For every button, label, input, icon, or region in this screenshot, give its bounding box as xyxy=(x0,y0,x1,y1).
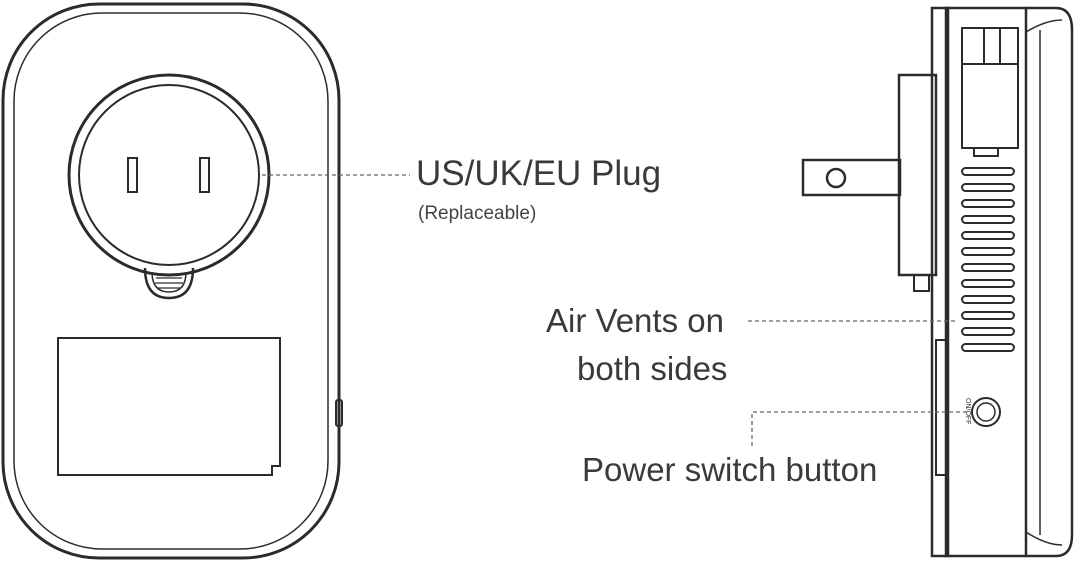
side-view xyxy=(801,6,1074,558)
power-callout-label: Power switch button xyxy=(582,451,878,488)
plug-callout-note: (Replaceable) xyxy=(418,203,537,224)
front-body-outer xyxy=(1,2,341,560)
prong-hole xyxy=(825,167,847,189)
socket-ring-outer xyxy=(67,73,271,277)
front-view xyxy=(1,2,343,560)
vents-callout-line2: both sides xyxy=(577,350,728,387)
switch-marking: ON/OFF xyxy=(964,398,971,424)
plug-callout-label: US/UK/EU Plug xyxy=(416,154,662,193)
power-leader-line xyxy=(751,411,968,446)
plug-base xyxy=(897,73,938,277)
side-body-main xyxy=(944,6,1028,558)
socket-slot-left xyxy=(127,157,138,193)
vents-callout-line1: Air Vents on xyxy=(546,302,724,339)
side-body-rear xyxy=(930,6,950,558)
front-body-inner xyxy=(13,12,329,550)
socket-slot-right xyxy=(199,157,210,193)
front-label-panel xyxy=(57,337,281,476)
socket-ring-inner xyxy=(78,84,260,266)
plug-prong xyxy=(801,158,902,197)
socket-latch xyxy=(143,267,195,300)
latch-block xyxy=(961,27,1019,149)
power-switch xyxy=(971,397,1001,427)
side-button xyxy=(335,399,343,427)
side-body-front xyxy=(1026,6,1074,558)
air-vents xyxy=(961,167,1015,352)
